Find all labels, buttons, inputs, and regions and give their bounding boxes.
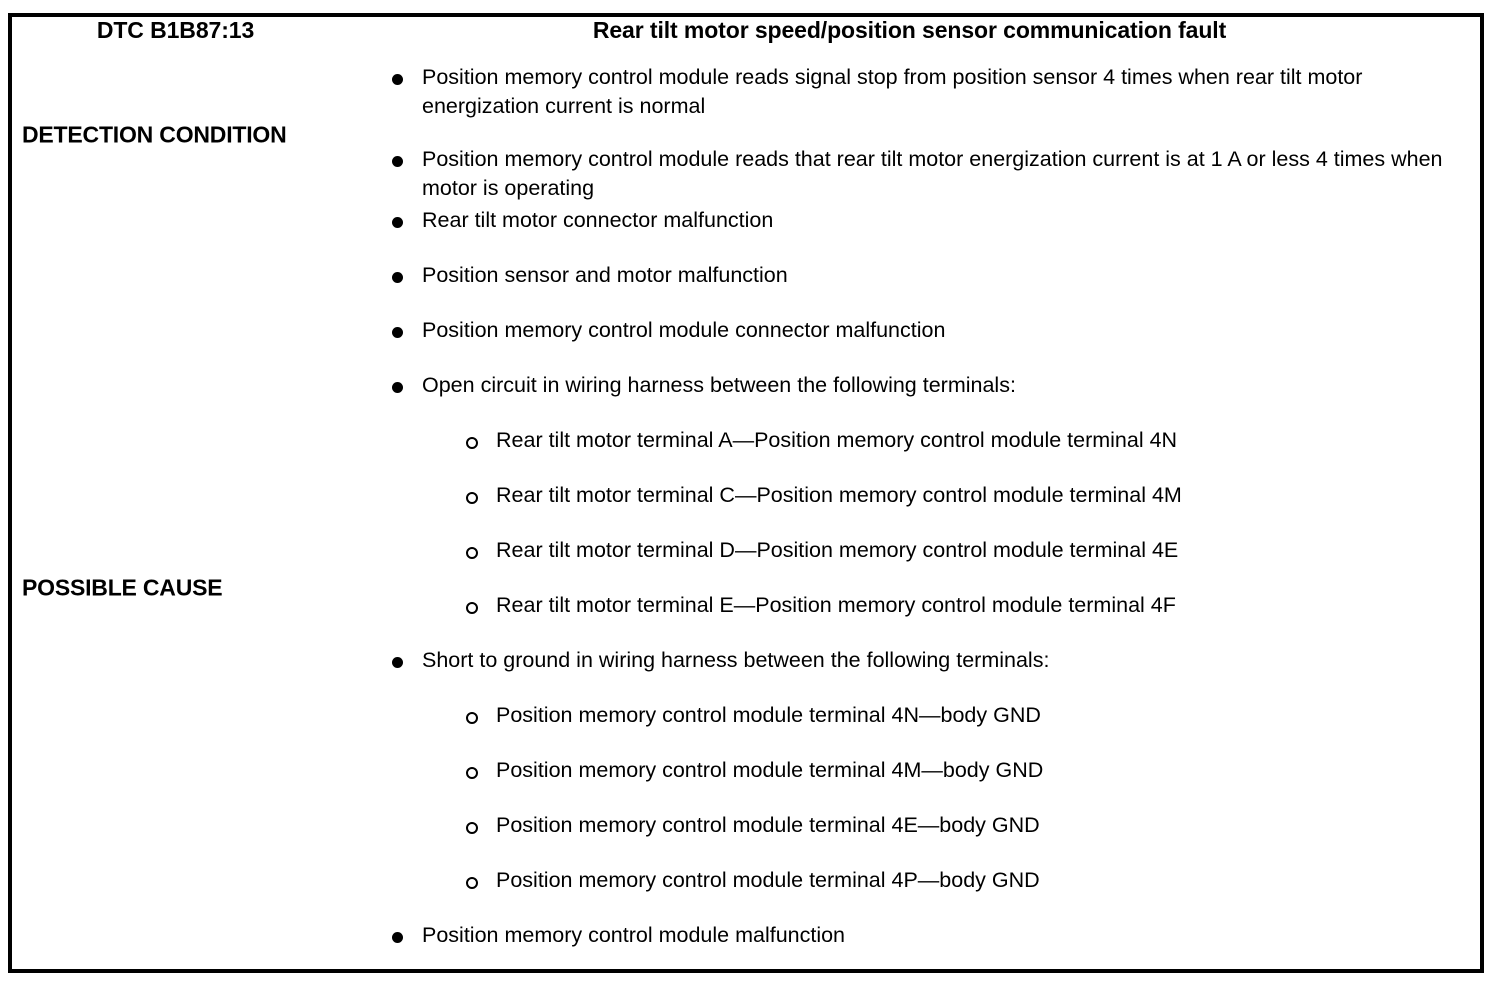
- possible-cause-row: POSSIBLE CAUSE Rear tilt motor connector…: [12, 206, 1480, 969]
- list-item-text: Position memory control module terminal …: [496, 868, 1040, 893]
- bullet-disc-icon: [392, 657, 403, 669]
- list-item-text: Position memory control module reads tha…: [422, 147, 1443, 200]
- bullet-circle-icon: [466, 492, 478, 505]
- table-header-row: DTC B1B87:13 Rear tilt motor speed/posit…: [12, 17, 1480, 63]
- bullet-disc-icon: [392, 327, 403, 339]
- list-item-text: Short to ground in wiring harness betwee…: [422, 648, 1050, 673]
- detection-condition-label: DETECTION CONDITION: [22, 121, 287, 148]
- list-item-text: Position sensor and motor malfunction: [422, 263, 788, 288]
- bullet-disc-icon: [392, 217, 403, 229]
- list-item: Short to ground in wiring harness betwee…: [339, 646, 1480, 675]
- dtc-code-cell: DTC B1B87:13: [96, 17, 255, 43]
- list-item: Position memory control module reads tha…: [339, 145, 1480, 203]
- bullet-disc-icon: [392, 74, 403, 85]
- list-item: Rear tilt motor terminal A—Position memo…: [339, 426, 1480, 455]
- list-item: Position memory control module terminal …: [339, 811, 1480, 840]
- list-item: Position sensor and motor malfunction: [339, 261, 1480, 290]
- possible-cause-content-cell: Rear tilt motor connector malfunction Po…: [339, 206, 1480, 969]
- list-item-text: Position memory control module terminal …: [496, 813, 1040, 838]
- list-item: Position memory control module malfuncti…: [339, 921, 1480, 950]
- list-item-text: Open circuit in wiring harness between t…: [422, 373, 1016, 398]
- bullet-circle-icon: [466, 767, 478, 780]
- list-item: Position memory control module connector…: [339, 316, 1480, 345]
- list-item: Rear tilt motor connector malfunction: [339, 206, 1480, 235]
- fault-title-cell: Rear tilt motor speed/position sensor co…: [592, 17, 1227, 43]
- detection-condition-row: DETECTION CONDITION Position memory cont…: [12, 63, 1480, 206]
- list-item-text: Position memory control module malfuncti…: [422, 923, 846, 948]
- bullet-circle-icon: [466, 877, 478, 890]
- bullet-disc-icon: [392, 382, 403, 394]
- possible-cause-label: POSSIBLE CAUSE: [22, 574, 223, 601]
- list-item: Open circuit in wiring harness between t…: [339, 371, 1480, 400]
- list-item: Position memory control module terminal …: [339, 866, 1480, 895]
- detection-condition-content-cell: Position memory control module reads sig…: [339, 63, 1480, 206]
- list-item-text: Rear tilt motor terminal A—Position memo…: [496, 428, 1178, 453]
- bullet-disc-icon: [392, 932, 403, 944]
- bullet-circle-icon: [466, 602, 478, 615]
- list-item-text: Position memory control module reads sig…: [422, 65, 1363, 118]
- dtc-diagnostic-table: DTC B1B87:13 Rear tilt motor speed/posit…: [8, 13, 1484, 973]
- list-item-text: Rear tilt motor terminal C—Position memo…: [496, 483, 1182, 508]
- possible-cause-list: Rear tilt motor connector malfunction Po…: [339, 206, 1480, 950]
- bullet-disc-icon: [392, 156, 403, 167]
- list-item-text: Rear tilt motor terminal D—Position memo…: [496, 538, 1179, 563]
- list-item-text: Position memory control module connector…: [422, 318, 946, 343]
- list-item-text: Position memory control module terminal …: [496, 758, 1044, 783]
- list-item: Rear tilt motor terminal D—Position memo…: [339, 536, 1480, 565]
- detection-condition-label-cell: DETECTION CONDITION: [12, 63, 339, 206]
- bullet-circle-icon: [466, 437, 478, 450]
- list-item: Position memory control module terminal …: [339, 756, 1480, 785]
- bullet-circle-icon: [466, 712, 478, 725]
- list-item: Rear tilt motor terminal E—Position memo…: [339, 591, 1480, 620]
- list-item-text: Position memory control module terminal …: [496, 703, 1041, 728]
- bullet-circle-icon: [466, 547, 478, 560]
- list-item-text: Rear tilt motor connector malfunction: [422, 208, 774, 233]
- detection-condition-list: Position memory control module reads sig…: [339, 63, 1480, 203]
- list-item: Position memory control module terminal …: [339, 701, 1480, 730]
- list-item-text: Rear tilt motor terminal E—Position memo…: [496, 593, 1176, 618]
- list-item: Position memory control module reads sig…: [339, 63, 1480, 121]
- possible-cause-label-cell: POSSIBLE CAUSE: [12, 206, 339, 969]
- bullet-circle-icon: [466, 822, 478, 835]
- list-item: Rear tilt motor terminal C—Position memo…: [339, 481, 1480, 510]
- bullet-disc-icon: [392, 272, 403, 284]
